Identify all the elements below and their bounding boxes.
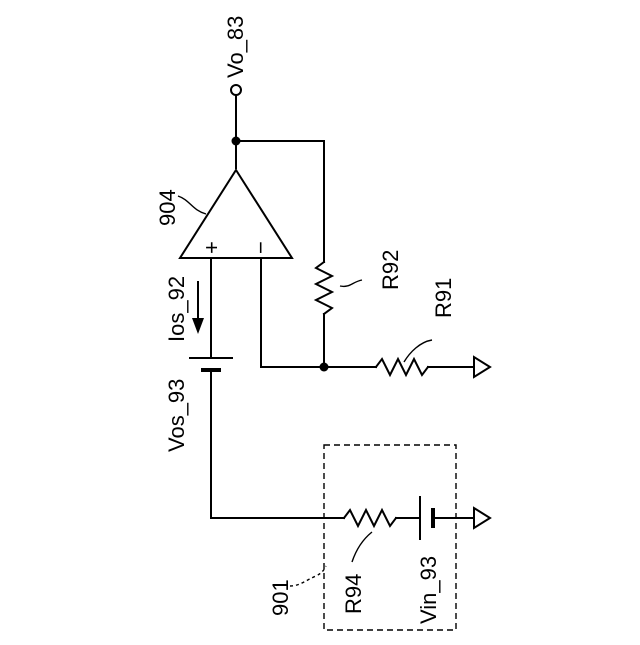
inverting-input-wire: [261, 258, 324, 367]
ground-icon-vin: [474, 508, 490, 528]
opamp-904-icon: [180, 170, 292, 258]
label-block-901: 901: [268, 579, 293, 616]
label-plus: +: [199, 241, 224, 254]
label-vos-93: Vos_93: [164, 379, 189, 452]
ground-icon-r91: [474, 357, 490, 377]
current-arrow-icon: [192, 318, 204, 334]
label-opamp-904: 904: [155, 189, 180, 226]
leader-r91: [404, 340, 432, 362]
label-ios-92: Ios_92: [164, 276, 189, 342]
label-r91: R91: [431, 278, 456, 318]
output-terminal-icon: [231, 85, 241, 95]
leader-r92: [340, 280, 362, 286]
label-r94: R94: [341, 574, 366, 614]
resistor-r92-icon: [316, 262, 332, 314]
label-vin-93: Vin_93: [416, 556, 441, 624]
leader-901: [290, 566, 326, 586]
resistor-r94-icon: [344, 510, 396, 526]
leader-904: [178, 196, 206, 214]
label-r92: R92: [378, 250, 403, 290]
label-vo-83: Vo_83: [223, 16, 248, 78]
leader-r94: [352, 532, 372, 562]
resistor-r91-icon: [376, 359, 428, 375]
label-minus: −: [248, 241, 273, 254]
